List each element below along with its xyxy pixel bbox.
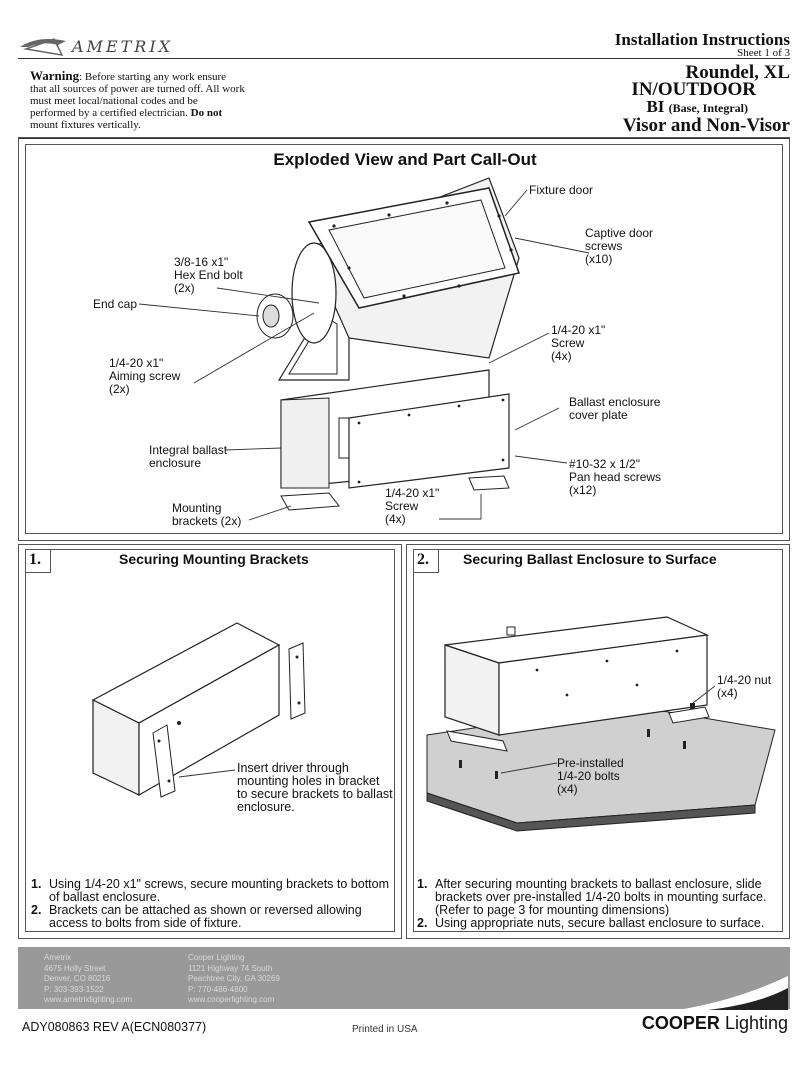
exploded-fixture-drawing <box>138 177 590 521</box>
cooper-logo-bold: COOPER <box>641 1013 720 1033</box>
exploded-view-inner-border <box>25 144 783 534</box>
warning-note: Warning: Before starting any work ensure… <box>30 68 245 131</box>
cooper-swoosh-icon <box>678 976 788 1010</box>
printed-in: Printed in USA <box>352 1024 418 1035</box>
step1-title: Securing Mounting Brackets <box>119 551 309 567</box>
step1-enclosure-drawing <box>91 622 306 798</box>
header-rule <box>18 58 790 59</box>
document-number: ADY080863 REV A(ECN080377) <box>22 1020 207 1034</box>
ametrix-logo-icon <box>20 38 66 56</box>
product-line-3: BI (Base, Integral) <box>646 97 748 117</box>
step1-panel: 1. Securing Mounting Brackets Insert dri… <box>18 544 402 939</box>
warning-bold: Do not <box>190 107 223 119</box>
step2-instruction-item: 2.Using appropriate nuts, secure ballast… <box>417 916 765 930</box>
label-cover-plate: Ballast enclosure cover plate <box>569 395 661 422</box>
step1-instruction-item: 1.Using 1/4-20 x1" screws, secure mounti… <box>31 877 390 904</box>
label-ballast-enclosure: Integral ballast enclosure <box>149 443 228 470</box>
product-line-2: IN/OUTDOOR <box>631 79 756 100</box>
label-hex-bolt: 3/8-16 x1" Hex End bolt (2x) <box>174 255 243 295</box>
step2-surface-drawing <box>426 616 776 832</box>
step1-number: 1. <box>25 549 51 573</box>
ametrix-address: Ametrix 4675 Holly Street Denver, CO 802… <box>44 953 133 1004</box>
footer-bar <box>18 947 790 1009</box>
product-line-3-desc: (Base, Integral) <box>668 101 748 115</box>
cooper-lighting-logo: COOPER Lighting <box>642 1013 788 1034</box>
exploded-view-title: Exploded View and Part Call-Out <box>273 150 537 169</box>
product-line-4: Visor and Non-Visor <box>622 115 790 136</box>
label-mounting-brackets: Mounting brackets (2x) <box>172 501 242 528</box>
label-aiming-screw: 1/4-20 x1" Aiming screw (2x) <box>109 356 181 396</box>
step1-inner-border <box>25 549 395 932</box>
step1-instructions: 1.Using 1/4-20 x1" screws, secure mounti… <box>31 878 401 930</box>
label-end-cap: End cap <box>93 297 138 311</box>
step1-instruction-item: 2.Brackets can be attached as shown or r… <box>31 903 362 930</box>
step2-panel: 2. Securing Ballast Enclosure to Surface… <box>406 544 790 939</box>
cooper-logo-rest: Lighting <box>719 1013 788 1033</box>
exploded-view-panel: Exploded View and Part Call-Out <box>18 137 790 541</box>
label-screw-bottom: 1/4-20 x1" Screw (4x) <box>385 486 440 526</box>
step1-callout: Insert driver through mounting holes in … <box>237 761 393 814</box>
label-screw-top: 1/4-20 x1" Screw (4x) <box>551 323 606 363</box>
step2-nut-label: 1/4-20 nut (x4) <box>717 673 772 700</box>
brand-name: AMETRIX <box>72 37 174 56</box>
step2-bolts-label: Pre-installed 1/4-20 bolts (x4) <box>557 756 624 796</box>
header-rule-bottom <box>18 138 790 139</box>
doc-title: Installation Instructions <box>614 30 790 49</box>
warning-tail: mount fixtures vertically. <box>30 119 141 131</box>
label-fixture-door: Fixture door <box>529 183 594 197</box>
warning-label: Warning <box>30 68 80 83</box>
product-line-3-code: BI <box>646 97 669 116</box>
label-captive-screws: Captive door screws (x10) <box>585 226 654 266</box>
step2-instruction-item: 1.After securing mounting brackets to ba… <box>417 877 767 917</box>
product-line-1: Roundel, XL <box>685 62 790 83</box>
step2-inner-border <box>413 549 783 932</box>
step2-title: Securing Ballast Enclosure to Surface <box>463 551 717 567</box>
sheet-number: Sheet 1 of 3 <box>737 47 790 59</box>
cooper-address: Cooper Lighting 1121 Highway 74 South Pe… <box>188 953 280 1004</box>
step2-instructions: 1.After securing mounting brackets to ba… <box>417 878 787 930</box>
step2-number: 2. <box>413 549 439 573</box>
label-pan-head-screws: #10-32 x 1/2" Pan head screws (x12) <box>569 457 662 497</box>
warning-text: : Before starting any work ensure that a… <box>30 71 245 119</box>
